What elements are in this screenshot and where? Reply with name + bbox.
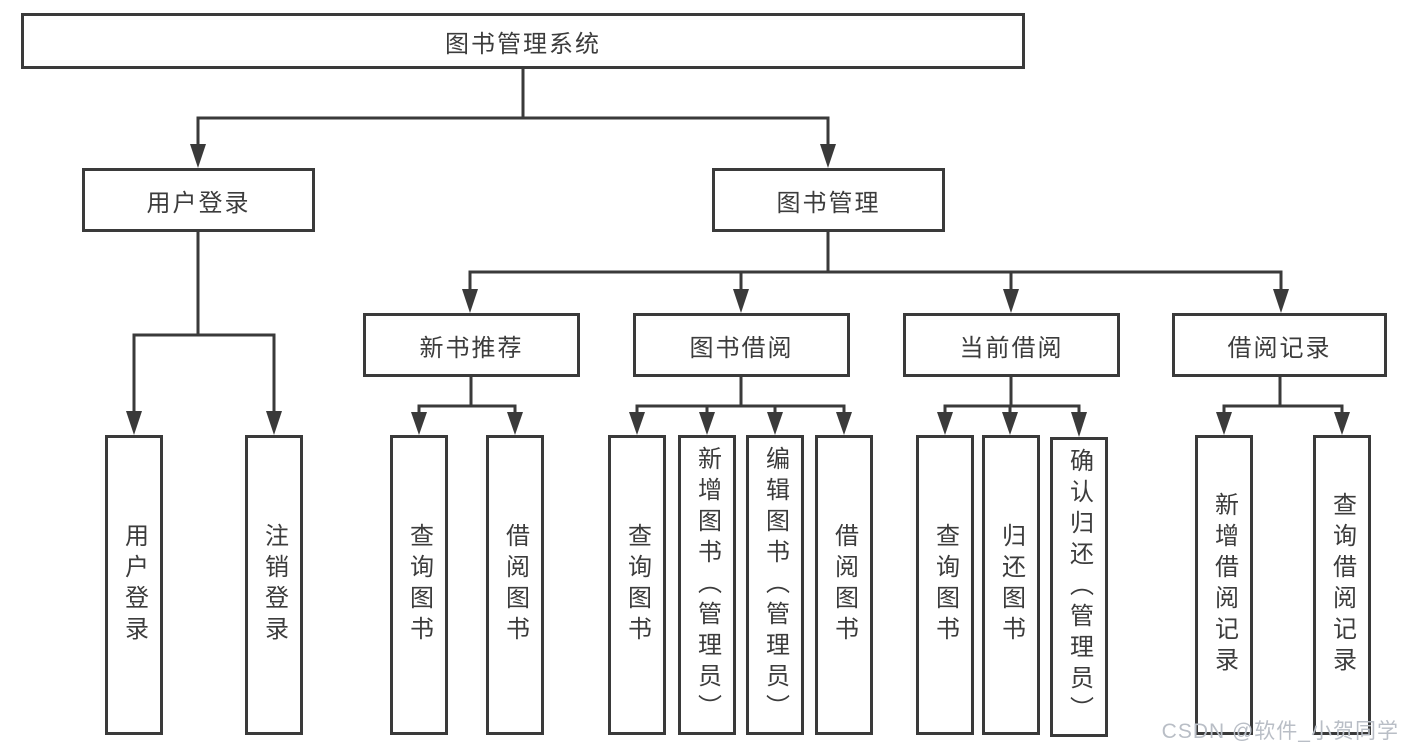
node-borrowing-records: 借阅记录 [1172, 313, 1387, 377]
node-book-borrowing: 图书借阅 [633, 313, 850, 377]
leaf-borrow-books-borrowing: 借阅图书 [815, 435, 873, 735]
leaf-borrow-books-recommend: 借阅图书 [486, 435, 544, 735]
leaf-edit-books-admin: 编辑图书（管理员） [746, 435, 804, 735]
leaf-query-books-current: 查询图书 [916, 435, 974, 735]
leaf-add-books-admin: 新增图书（管理员） [678, 435, 736, 735]
leaf-confirm-return-admin: 确认归还（管理员） [1050, 437, 1108, 737]
leaf-add-borrow-record: 新增借阅记录 [1195, 435, 1253, 735]
leaf-logout: 注销登录 [245, 435, 303, 735]
leaf-return-books: 归还图书 [982, 435, 1040, 735]
node-book-management: 图书管理 [712, 168, 945, 232]
node-new-book-recommendation: 新书推荐 [363, 313, 580, 377]
node-user-login: 用户登录 [82, 168, 315, 232]
leaf-user-login: 用户登录 [105, 435, 163, 735]
node-library-management-system: 图书管理系统 [21, 13, 1025, 69]
node-current-borrowing: 当前借阅 [903, 313, 1120, 377]
leaf-query-books-borrowing: 查询图书 [608, 435, 666, 735]
csdn-watermark: CSDN @软件_小贺同学 [1161, 720, 1399, 743]
leaf-query-books-recommend: 查询图书 [390, 435, 448, 735]
leaf-query-borrow-record: 查询借阅记录 [1313, 435, 1371, 735]
